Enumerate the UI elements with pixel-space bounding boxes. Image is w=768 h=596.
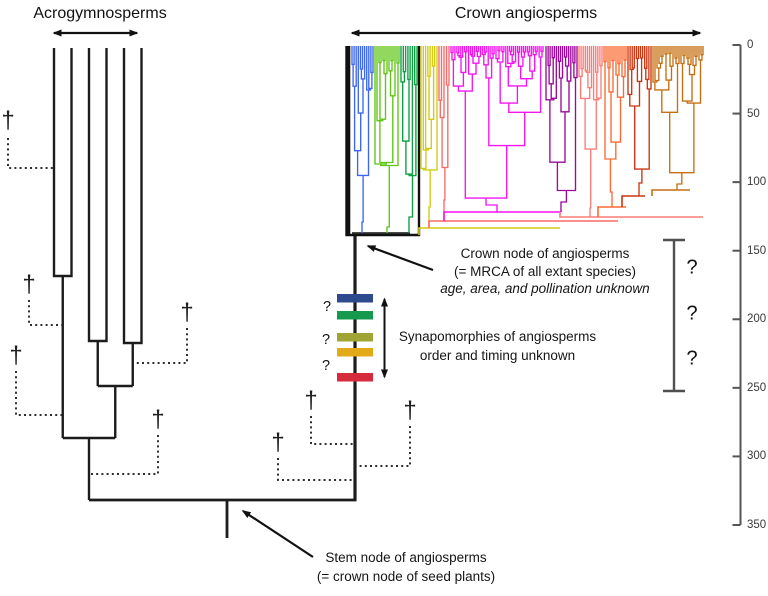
extinct-dagger-icon: † bbox=[304, 387, 318, 415]
synapomorphies-line1: Synapomorphies of angiosperms bbox=[398, 329, 597, 344]
stem-node-line2: (= crown node of seed plants) bbox=[316, 569, 496, 584]
clade-dark-red bbox=[627, 46, 652, 196]
extinct-connector-5 bbox=[90, 435, 159, 475]
age-question-mark: ? bbox=[686, 347, 698, 370]
stem-node-arrow bbox=[241, 510, 314, 558]
extinct-connector-6 bbox=[310, 416, 354, 445]
extinct-connector-7 bbox=[356, 426, 411, 467]
axis-tick-label: 300 bbox=[747, 450, 767, 463]
extinct-connector-4 bbox=[15, 371, 62, 416]
extinct-dagger-icon: † bbox=[9, 342, 23, 370]
synapomorphy-bar-2 bbox=[337, 311, 373, 320]
axis-tick-label: 150 bbox=[747, 244, 767, 257]
extinct-connector-1 bbox=[7, 138, 53, 169]
clade-purple bbox=[545, 46, 578, 212]
synapomorphies-annotation: Synapomorphies of angiosperms order and … bbox=[380, 327, 615, 365]
backbone-pink bbox=[559, 212, 703, 218]
age-question-mark: ? bbox=[686, 256, 698, 279]
extinct-dagger-icon: † bbox=[180, 299, 194, 327]
clade-yellow bbox=[420, 46, 438, 228]
gymnosperm-clade-pair2 bbox=[87, 48, 108, 343]
axis-tick-label: 0 bbox=[747, 39, 754, 51]
gymnosperm-clade-pair3 bbox=[122, 48, 143, 345]
basal-grade-box bbox=[345, 46, 421, 237]
backbone-salmon bbox=[428, 220, 618, 228]
synapomorphy-question-mark: ? bbox=[321, 358, 331, 374]
crown-node-line2: (= MRCA of all extant species) bbox=[454, 263, 636, 279]
crown-node-annotation: Crown node of angiosperms (= MRCA of all… bbox=[420, 245, 670, 298]
synapomorphy-bar-1 bbox=[337, 294, 373, 303]
axis-tick-label: 100 bbox=[747, 176, 767, 189]
age-uncertainty-bracket bbox=[663, 238, 685, 393]
crown-node-arrow bbox=[366, 244, 434, 272]
extinct-dagger-icon: † bbox=[271, 429, 285, 457]
clade-green bbox=[400, 46, 418, 233]
extinct-connector-3 bbox=[134, 328, 188, 364]
axis-tick-label: 50 bbox=[747, 107, 760, 120]
stem-node-line1: Stem node of angiosperms bbox=[325, 550, 487, 565]
clade-brown bbox=[652, 46, 704, 190]
backbone-dark-red bbox=[621, 195, 645, 207]
crown-node-line3: age, area, and pollination unknown bbox=[440, 281, 650, 296]
synapomorphy-bar-3 bbox=[337, 333, 373, 342]
extinct-dagger-icon: † bbox=[151, 406, 165, 434]
backbone-orange bbox=[597, 206, 626, 217]
axis-tick-label: 350 bbox=[747, 518, 767, 531]
clade-blue bbox=[351, 46, 374, 233]
synapomorphies-line2: order and timing unknown bbox=[419, 348, 576, 363]
synapomorphy-question-mark: ? bbox=[322, 299, 332, 315]
synapomorphy-bar-5 bbox=[337, 373, 373, 382]
extinct-dagger-icon: † bbox=[22, 271, 36, 299]
synapomorphy-bar-4 bbox=[337, 348, 373, 357]
clade-chartreuse bbox=[374, 46, 400, 233]
extinct-dagger-icon: † bbox=[403, 397, 417, 425]
stem-node-annotation: Stem node of angiosperms (= crown node o… bbox=[288, 548, 524, 586]
backbone-brown bbox=[651, 189, 690, 196]
crown-node-line1: Crown node of angiosperms bbox=[460, 246, 630, 261]
axis-tick-label: 250 bbox=[747, 381, 767, 394]
synapomorphy-question-mark: ? bbox=[321, 332, 331, 348]
crown-angiosperms-title: Crown angiosperms bbox=[454, 5, 598, 22]
clade-pink bbox=[578, 46, 603, 217]
age-question-mark: ? bbox=[686, 302, 698, 325]
extinct-connector-8 bbox=[277, 458, 354, 481]
extinct-connector-2 bbox=[28, 300, 62, 326]
clade-salmon bbox=[438, 46, 450, 221]
extinct-dagger-icon: † bbox=[1, 107, 15, 135]
clade-magenta bbox=[450, 46, 544, 212]
acrogymnosperms-title: Acrogymnosperms bbox=[33, 5, 167, 22]
axis-tick-label: 200 bbox=[747, 313, 767, 326]
backbone-yellow bbox=[418, 227, 560, 235]
gymnosperm-clade-pair1 bbox=[52, 48, 73, 278]
clade-orange bbox=[603, 46, 627, 207]
backbone-magenta bbox=[443, 211, 561, 221]
